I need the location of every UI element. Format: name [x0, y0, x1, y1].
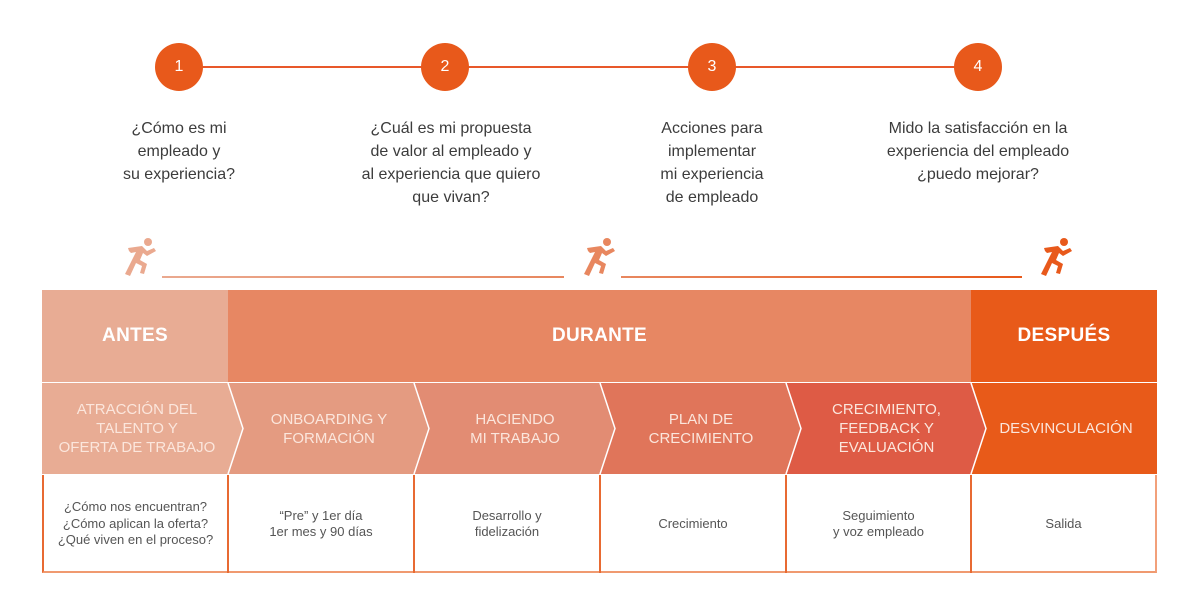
table-divider: [599, 475, 601, 573]
stage-2-label: ONBOARDING Y FORMACIÓN: [270, 410, 388, 447]
stage-3-shape: [414, 383, 615, 474]
stage-6-label: DESVINCULACIÓN: [999, 420, 1133, 437]
phase-durante: DURANTE: [228, 290, 971, 382]
step-4-badge: 4: [954, 43, 1002, 91]
step-1-text: ¿Cómo es mi empleado y su experiencia?: [122, 120, 236, 183]
chevron-divider: [970, 382, 987, 475]
running-person-icon: [584, 238, 615, 276]
stage-5-label: CRECIMIENTO, FEEDBACK Y EVALUACIÓN: [832, 401, 941, 456]
step-4-number: 4: [973, 58, 983, 75]
step-3-badge: 3: [688, 43, 736, 91]
step-3-number: 3: [707, 58, 717, 75]
step-2-text: ¿Cuál es mi propuesta de valor al emplea…: [361, 120, 541, 206]
step-1-badge: 1: [155, 43, 203, 91]
stage-6-shape: [971, 383, 1157, 474]
stage-1-detail: ¿Cómo nos encuentran? ¿Cómo aplican la o…: [57, 499, 214, 548]
progress-line-2: [621, 276, 1022, 278]
running-person-icon: [1041, 238, 1072, 276]
phase-despues: DESPUÉS: [971, 290, 1157, 382]
step-2-number: 2: [440, 58, 450, 75]
running-person-icon: [125, 238, 156, 276]
phase-despues-label: DESPUÉS: [1017, 325, 1111, 346]
stage-3-label: HACIENDO MI TRABAJO: [470, 410, 560, 447]
stage-3-detail: Desarrollo y fidelización: [472, 507, 542, 540]
stage-2-shape: [228, 383, 429, 474]
steps-connector-line: [179, 66, 978, 68]
phase-durante-label: DURANTE: [552, 325, 647, 346]
stage-1-label: ATRACCIÓN DEL TALENTO Y OFERTA DE TRABAJ…: [58, 401, 216, 456]
stage-1-shape: [42, 383, 243, 474]
step-4-text: Mido la satisfacción en la experiencia d…: [886, 120, 1070, 183]
step-3-text: Acciones para implementar mi experiencia…: [660, 120, 764, 206]
chevron-divider: [227, 382, 244, 475]
stage-4-label: PLAN DE CRECIMIENTO: [648, 410, 754, 447]
chevron-divider: [413, 382, 430, 475]
chevron-divider: [785, 382, 802, 475]
phase-antes: ANTES: [42, 290, 228, 382]
chevron-divider: [599, 382, 616, 475]
table-divider: [413, 475, 415, 573]
stage-2-detail: “Pre” y 1er día 1er mes y 90 días: [269, 507, 373, 540]
phase-antes-label: ANTES: [102, 325, 168, 346]
stage-4-detail: Crecimiento: [658, 515, 728, 531]
table-divider: [970, 475, 972, 573]
stage-5-detail: Seguimiento y voz empleado: [832, 507, 925, 540]
progress-line-1: [162, 276, 564, 278]
stage-5-shape: [786, 383, 986, 474]
stage-4-shape: [600, 383, 801, 474]
step-1-number: 1: [174, 58, 184, 75]
step-2-badge: 2: [421, 43, 469, 91]
stage-6-detail: Salida: [1045, 515, 1082, 531]
table-divider: [227, 475, 229, 573]
table-divider: [785, 475, 787, 573]
